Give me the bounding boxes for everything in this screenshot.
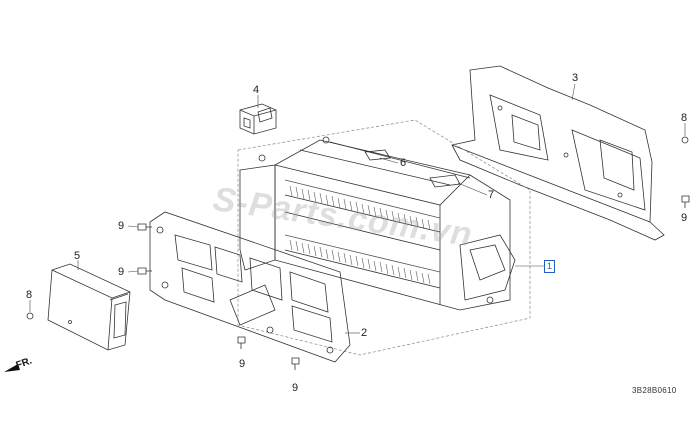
callout-9-bottom-b[interactable]: 9 (292, 382, 299, 394)
connector-part (239, 103, 277, 135)
cell-rows (289, 185, 431, 285)
bolts (26, 136, 690, 370)
callout-9-right[interactable]: 9 (681, 212, 688, 224)
callout-2[interactable]: 2 (361, 327, 368, 339)
drawing-code: 3B28B0610 (632, 386, 677, 395)
battery-module-part (239, 136, 516, 311)
callout-6[interactable]: 6 (400, 157, 407, 169)
callout-1[interactable]: 1 (544, 260, 556, 273)
callout-7[interactable]: 7 (488, 189, 495, 201)
front-arrow-icon (4, 364, 20, 372)
control-unit-part (47, 263, 131, 351)
end-frame-part (149, 211, 351, 363)
callout-5[interactable]: 5 (74, 250, 81, 262)
callout-4[interactable]: 4 (253, 84, 260, 96)
leader-lines (29, 83, 686, 334)
callout-9-lower[interactable]: 9 (118, 266, 125, 278)
callout-9-bottom-a[interactable]: 9 (239, 358, 246, 370)
callout-8-left[interactable]: 8 (26, 289, 33, 301)
callout-3[interactable]: 3 (572, 72, 579, 84)
callout-8-right[interactable]: 8 (681, 112, 688, 124)
callout-9-upper[interactable]: 9 (118, 220, 125, 232)
assembly-outline (237, 119, 531, 356)
rear-plate-part (451, 65, 665, 241)
label-plate-6 (364, 149, 391, 161)
